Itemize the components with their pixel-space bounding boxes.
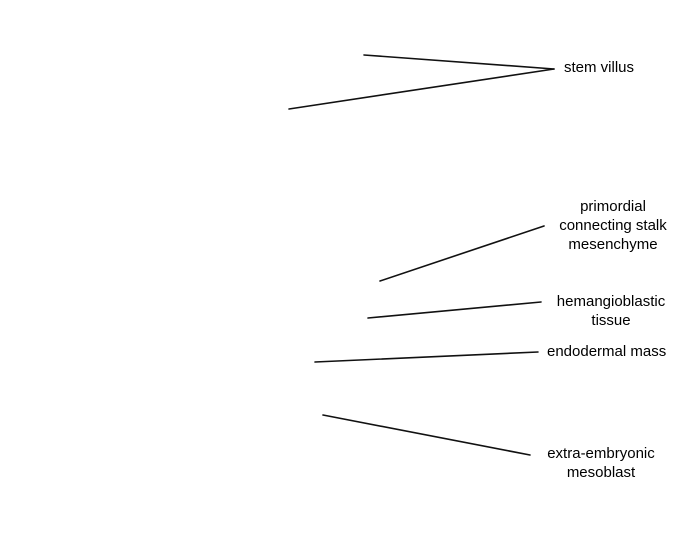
label-primordial-connecting-stalk-mesenchyme: primordial connecting stalk mesenchyme — [548, 197, 678, 254]
label-primordial-line-2: connecting stalk — [559, 217, 667, 234]
label-primordial-line-1: primordial — [580, 198, 646, 215]
leader-line-stem-villus-lower — [288, 68, 555, 110]
leader-line-stem-villus-upper — [363, 54, 555, 70]
label-stem-villus-line-1: stem villus — [564, 59, 635, 76]
leader-line-endodermal-mass — [314, 351, 539, 363]
label-stem-villus: stem villus — [564, 58, 634, 77]
leader-line-hemangioblastic-tissue — [367, 301, 542, 319]
label-hemangioblastic-line-1: hemangioblastic — [556, 293, 666, 310]
label-endodermal-mass: endodermal mass — [547, 342, 666, 361]
label-extra-embryonic-line-2: mesoblast — [566, 464, 636, 481]
label-extra-embryonic-line-1: extra-embryonic — [547, 445, 655, 462]
leader-line-extra-embryonic-mesoblast — [322, 414, 531, 456]
label-hemangioblastic-tissue: hemangioblastic tissue — [546, 292, 676, 330]
label-primordial-line-3: mesenchyme — [568, 236, 658, 253]
label-extra-embryonic-mesoblast: extra-embryonic mesoblast — [536, 444, 666, 482]
label-hemangioblastic-line-2: tissue — [591, 312, 631, 329]
label-endodermal-line-1: endodermal mass — [547, 343, 667, 360]
leader-line-primordial-connecting-stalk — [379, 225, 545, 282]
